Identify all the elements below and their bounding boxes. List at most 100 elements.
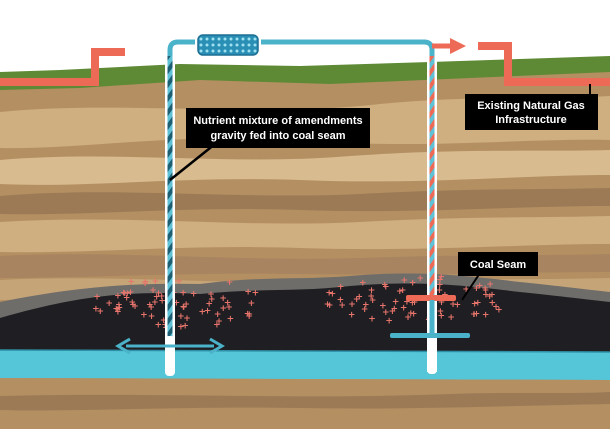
plus-mark: + bbox=[181, 322, 189, 332]
plus-mark: + bbox=[462, 285, 470, 295]
plus-mark: + bbox=[225, 303, 233, 313]
plus-mark: + bbox=[399, 286, 407, 296]
coal-seam-callout: Coal Seam bbox=[458, 252, 538, 301]
plus-mark: + bbox=[114, 291, 122, 301]
plus-mark: + bbox=[486, 280, 494, 290]
plus-mark: + bbox=[481, 284, 489, 294]
plus-mark: + bbox=[207, 290, 215, 300]
plus-mark: + bbox=[246, 310, 254, 320]
plus-mark: + bbox=[411, 298, 419, 308]
plus-mark: + bbox=[391, 305, 399, 315]
plus-mark: + bbox=[142, 278, 150, 288]
plus-mark: + bbox=[175, 277, 183, 287]
plus-mark: + bbox=[492, 303, 500, 313]
plus-mark: + bbox=[325, 288, 333, 298]
plus-mark: + bbox=[356, 292, 364, 302]
plus-mark: + bbox=[131, 302, 139, 312]
gas-label-line1: Existing Natural Gas bbox=[477, 100, 585, 112]
plus-mark: + bbox=[177, 322, 185, 332]
plus-mark: + bbox=[454, 301, 462, 311]
plus-mark: + bbox=[152, 277, 160, 287]
production-well-base bbox=[427, 330, 437, 374]
plus-mark: + bbox=[114, 307, 122, 317]
gas-pipe-right bbox=[478, 42, 610, 86]
plus-mark: + bbox=[438, 312, 446, 322]
plus-mark: + bbox=[437, 307, 445, 317]
plus-mark: + bbox=[403, 298, 411, 308]
plus-mark: + bbox=[400, 304, 408, 314]
plus-mark: + bbox=[368, 315, 376, 325]
plus-mark: + bbox=[381, 281, 389, 291]
plus-mark: + bbox=[105, 299, 113, 309]
plus-mark: + bbox=[227, 314, 235, 324]
plus-mark: + bbox=[368, 286, 376, 296]
plus-mark: + bbox=[220, 304, 228, 314]
plus-mark: + bbox=[129, 300, 137, 310]
plus-mark: + bbox=[436, 275, 444, 285]
plus-mark: + bbox=[382, 308, 390, 318]
plus-mark: + bbox=[410, 309, 418, 319]
plus-mark: + bbox=[447, 313, 455, 323]
plus-mark: + bbox=[401, 276, 409, 286]
plus-mark: + bbox=[208, 295, 216, 305]
plus-mark: + bbox=[244, 310, 252, 320]
plus-mark: + bbox=[129, 298, 137, 308]
plus-mark: + bbox=[127, 278, 135, 288]
plus-mark: + bbox=[348, 300, 356, 310]
plus-mark: + bbox=[488, 291, 496, 301]
plus-mark: + bbox=[385, 317, 393, 327]
plus-mark: + bbox=[362, 301, 370, 311]
plus-mark: + bbox=[495, 306, 503, 316]
plus-mark: + bbox=[155, 289, 163, 299]
nutrient-label-line2: gravity fed into coal seam bbox=[210, 130, 345, 142]
plus-mark: + bbox=[124, 289, 132, 299]
plus-mark: + bbox=[392, 297, 400, 307]
plus-mark: + bbox=[92, 305, 100, 315]
plus-mark: + bbox=[338, 301, 346, 311]
plus-mark: + bbox=[369, 296, 377, 306]
plus-mark: + bbox=[180, 302, 188, 312]
plus-mark: + bbox=[226, 278, 234, 288]
plus-mark: + bbox=[473, 284, 481, 294]
plus-mark: + bbox=[149, 286, 157, 296]
plus-mark: + bbox=[115, 300, 123, 310]
injection-well-base bbox=[165, 336, 175, 376]
plus-mark: + bbox=[407, 309, 415, 319]
plus-mark: + bbox=[367, 292, 375, 302]
plus-mark: + bbox=[409, 299, 417, 309]
plus-mark: + bbox=[476, 281, 484, 291]
injection-well-stripes bbox=[167, 56, 173, 336]
nutrient-tank-icon bbox=[195, 32, 261, 58]
plus-mark: + bbox=[179, 289, 187, 299]
plus-mark: + bbox=[244, 287, 252, 297]
gas-outflow-arrow-icon bbox=[432, 38, 466, 54]
gas-plus-marks: ++++++++++++++++++++++++++++++++++++++++… bbox=[92, 273, 503, 334]
plus-mark: + bbox=[437, 273, 445, 283]
plus-mark: + bbox=[436, 286, 444, 296]
plus-mark: + bbox=[97, 307, 105, 317]
plus-mark: + bbox=[213, 321, 221, 331]
plus-mark: + bbox=[116, 303, 124, 313]
plus-mark: + bbox=[482, 286, 490, 296]
plus-mark: + bbox=[482, 311, 490, 321]
plus-mark: + bbox=[219, 294, 227, 304]
plus-mark: + bbox=[140, 310, 148, 320]
plus-mark: + bbox=[147, 303, 155, 313]
plus-mark: + bbox=[173, 299, 181, 309]
plus-mark: + bbox=[190, 290, 198, 300]
plus-mark: + bbox=[404, 313, 412, 323]
plus-mark: + bbox=[382, 283, 390, 293]
plus-mark: + bbox=[486, 292, 494, 302]
plus-mark: + bbox=[396, 287, 404, 297]
plus-mark: + bbox=[123, 294, 131, 304]
aquifer-line bbox=[0, 349, 610, 353]
plus-mark: + bbox=[141, 279, 149, 289]
plus-mark: + bbox=[183, 314, 191, 324]
plus-mark: + bbox=[114, 305, 122, 315]
plus-mark: + bbox=[449, 300, 457, 310]
gas-pipe-left bbox=[0, 48, 125, 86]
plus-mark: + bbox=[199, 307, 207, 317]
lateral-flow-arrow-icon bbox=[115, 337, 225, 355]
plus-mark: + bbox=[158, 292, 166, 302]
nutrient-callout: Nutrient mixture of amendments gravity f… bbox=[169, 108, 370, 181]
